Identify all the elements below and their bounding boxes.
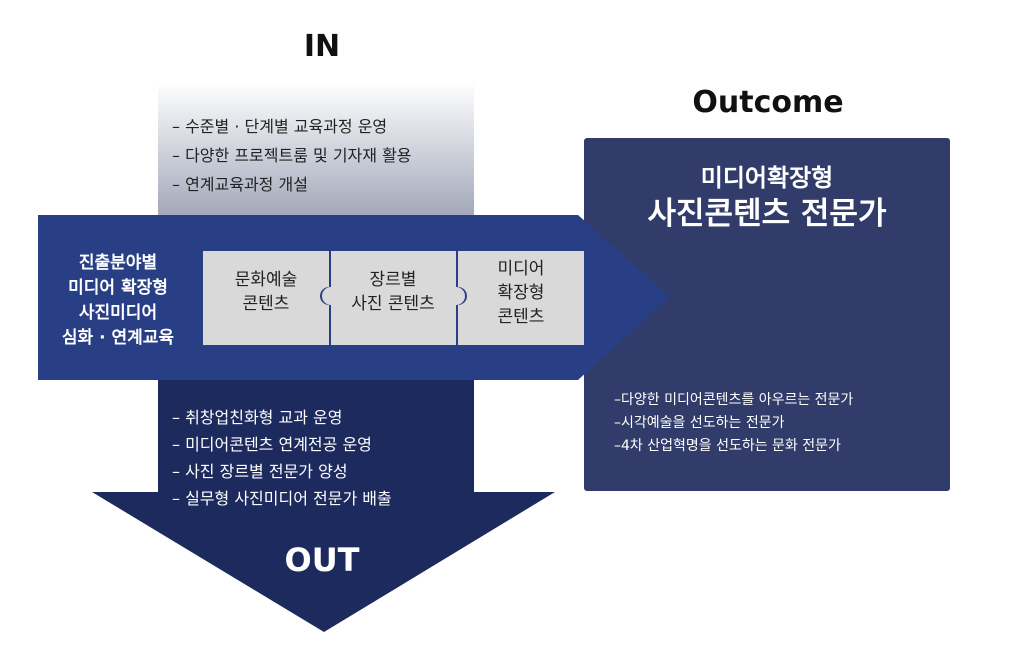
puzzle-box-line: 장르별: [369, 270, 417, 290]
in-label: IN: [303, 29, 341, 64]
puzzle-box-3: [458, 251, 584, 345]
center-left-line: 진출분야별: [78, 253, 158, 273]
outcome-box: [584, 138, 950, 491]
outcome-list-item: –다양한 미디어콘텐츠를 아우르는 전문가: [614, 392, 854, 408]
in-list-item: – 수준별 · 단계별 교육과정 운영: [172, 117, 388, 136]
puzzle-box-line: 콘텐츠: [497, 307, 545, 327]
out-list: – 취창업친화형 교과 운영 – 미디어콘텐츠 연계전공 운영 – 사진 장르별…: [172, 404, 392, 512]
center-left-line: 미디어 확장형: [68, 278, 168, 298]
puzzle-box-1: [203, 251, 329, 345]
outcome-label: Outcome: [692, 85, 844, 120]
center-left-line: 사진미디어: [78, 303, 158, 323]
outcome-list-item: –4차 산업혁명을 선도하는 문화 전문가: [614, 438, 841, 454]
outcome-title-line-2: 사진콘텐츠 전문가: [647, 196, 887, 232]
puzzle-box-2-text: 장르별 사진 콘텐츠: [330, 268, 456, 316]
out-label: OUT: [284, 541, 360, 579]
out-list-item: – 미디어콘텐츠 연계전공 운영: [172, 435, 372, 454]
out-list-item: – 취창업친화형 교과 운영: [172, 408, 343, 427]
puzzle-box-line: 사진 콘텐츠: [351, 294, 435, 314]
outcome-list-item: –시각예술을 선도하는 전문가: [614, 415, 785, 431]
puzzle-box-3-text: 미디어 확장형 콘텐츠: [458, 257, 584, 329]
in-list-item: – 연계교육과정 개설: [172, 175, 308, 194]
outcome-title-line-1: 미디어확장형: [700, 164, 834, 192]
in-list: – 수준별 · 단계별 교육과정 운영 – 다양한 프로젝트룸 및 기자재 활용…: [172, 112, 412, 199]
puzzle-box-line: 미디어: [497, 259, 545, 279]
in-list-item: – 다양한 프로젝트룸 및 기자재 활용: [172, 146, 412, 165]
puzzle-box-line: 콘텐츠: [242, 294, 290, 314]
outcome-list: –다양한 미디어콘텐츠를 아우르는 전문가 –시각예술을 선도하는 전문가 –4…: [614, 389, 853, 458]
out-down-arrow: [92, 380, 555, 632]
outcome-title: 미디어확장형 사진콘텐츠 전문가: [584, 162, 950, 234]
center-left-text: 진출분야별 미디어 확장형 사진미디어 심화 · 연계교육: [38, 251, 198, 351]
in-gradient-column: [158, 82, 474, 216]
puzzle-box-1-text: 문화예술 콘텐츠: [203, 268, 329, 316]
out-list-item: – 사진 장르별 전문가 양성: [172, 462, 348, 481]
puzzle-box-line: 문화예술: [234, 270, 298, 290]
out-list-item: – 실무형 사진미디어 전문가 배출: [172, 489, 392, 508]
puzzle-box-2: [322, 251, 465, 345]
puzzle-box-line: 확장형: [497, 283, 545, 303]
center-left-line: 심화 · 연계교육: [61, 328, 175, 348]
